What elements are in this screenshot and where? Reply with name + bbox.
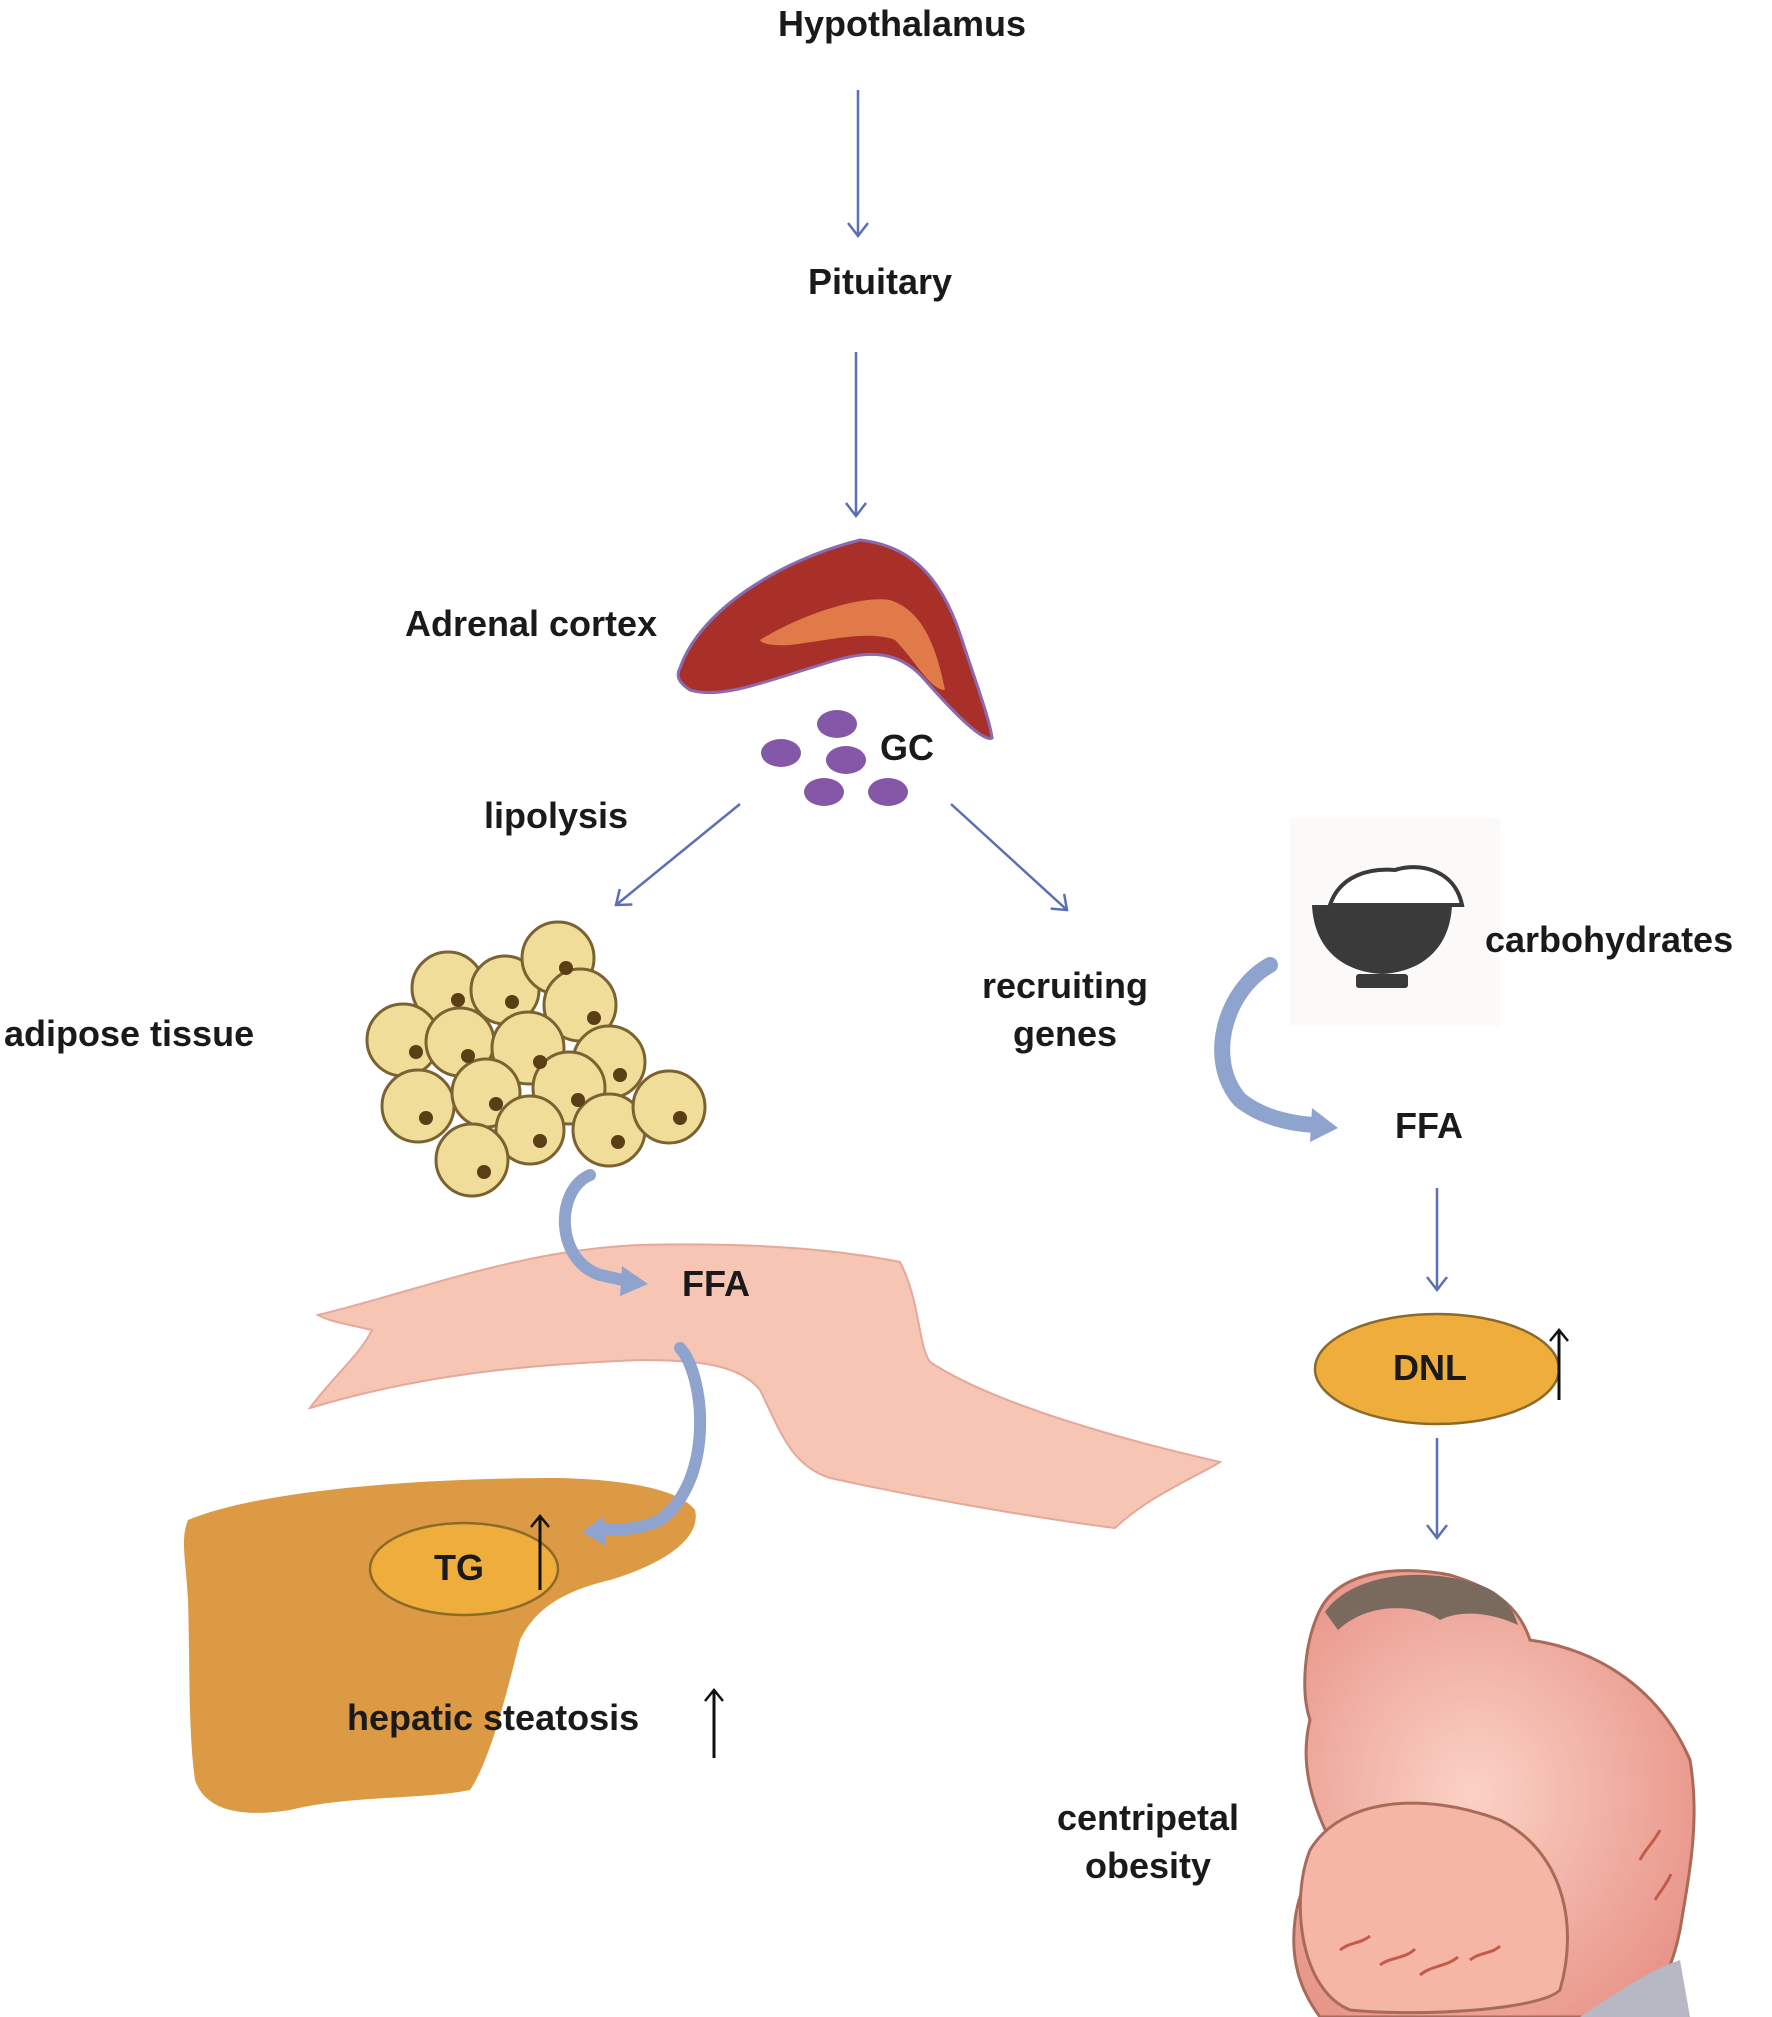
adipose-tissue-label: adipose tissue (4, 1013, 255, 1054)
adrenal-gland-icon (676, 538, 994, 740)
gc-molecules (761, 710, 908, 806)
gc-molecule (868, 778, 908, 806)
ffa-right-label: FFA (1395, 1105, 1463, 1146)
recruiting-genes-label: recruiting genes (981, 965, 1149, 1054)
pituitary-label: Pituitary (807, 261, 953, 302)
tg-node-shape (368, 1521, 560, 1617)
arrow-gc-adipose (614, 803, 741, 907)
gc-molecule (761, 739, 801, 767)
curved-arrow-head (1310, 1108, 1338, 1142)
adipose-nuclei (409, 961, 687, 1179)
obese-man-illustration (1292, 1569, 1696, 2017)
centripetal-obesity-label: centripetal obesity (1056, 1797, 1240, 1886)
tg-label: TG (434, 1547, 484, 1588)
hypothalamus-label: Hypothalamus (777, 3, 1027, 44)
curved-arrow-ffa-liver (592, 1342, 707, 1536)
rice-bowl-icon (1312, 865, 1465, 988)
arrow-gc-recruiting-genes (950, 803, 1069, 912)
dnl-label: DNL (1393, 1347, 1467, 1388)
gc-molecule (817, 710, 857, 738)
lipolysis-label: lipolysis (484, 795, 629, 836)
curved-arrow-head (582, 1516, 606, 1546)
curved-arrow-adipose-ffa (558, 1169, 638, 1288)
blood-vessel-shape (307, 1243, 1223, 1530)
gc-molecule (826, 746, 866, 774)
carbohydrates-label: carbohydrates (1485, 919, 1734, 960)
curved-arrow-head (620, 1266, 648, 1296)
ffa-vessel-label: FFA (682, 1263, 750, 1304)
curved-arrow-carbohydrates-ffa (1214, 957, 1328, 1133)
gc-molecule (804, 778, 844, 806)
hepatic-steatosis-label: hepatic steatosis (347, 1697, 640, 1738)
adipose-tissue-icon (365, 920, 707, 1198)
liver-shape (183, 1478, 696, 1813)
gc-label: GC (880, 727, 934, 768)
adrenal-cortex-label: Adrenal cortex (405, 603, 658, 644)
